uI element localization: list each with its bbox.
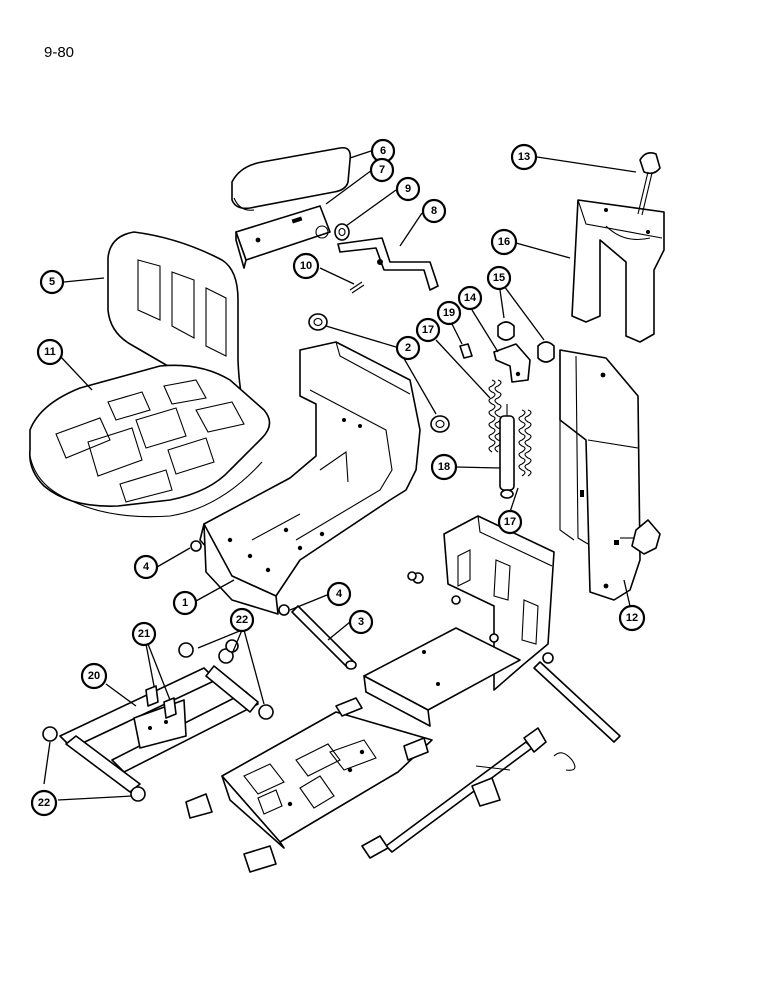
adjustment-knob-part — [637, 152, 661, 216]
svg-text:10: 10 — [300, 260, 312, 272]
svg-text:17: 17 — [422, 324, 434, 336]
washer-part — [334, 223, 350, 241]
callout-15: 15 — [486, 265, 512, 291]
armrest-support-part — [337, 237, 439, 291]
svg-text:11: 11 — [44, 346, 56, 358]
scissor-frame-part — [59, 665, 259, 793]
page-number: 9-80 — [44, 44, 75, 61]
screw-part — [349, 281, 365, 294]
callout-4-right: 4 — [326, 581, 352, 607]
callout-19: 19 — [436, 300, 462, 326]
leader-lines — [43, 150, 637, 801]
callout-21: 21 — [131, 621, 157, 647]
svg-text:21: 21 — [138, 628, 150, 640]
callout-1: 1 — [172, 590, 198, 616]
callout-22-top: 22 — [229, 607, 255, 633]
callout-11: 11 — [36, 338, 64, 366]
svg-text:18: 18 — [438, 461, 450, 473]
svg-text:19: 19 — [443, 307, 455, 319]
lower-slide-channel-part — [559, 349, 661, 601]
adjuster-lever-part — [361, 727, 576, 859]
svg-text:4: 4 — [336, 588, 343, 600]
svg-text:13: 13 — [518, 151, 530, 163]
svg-text:8: 8 — [431, 205, 437, 217]
callout-5: 5 — [39, 269, 65, 295]
callout-17-bottom: 17 — [497, 509, 523, 535]
upper-slide-channel-part — [571, 199, 665, 343]
callout-2: 2 — [395, 335, 421, 361]
callout-22-bottom: 22 — [30, 789, 58, 817]
callout-9: 9 — [395, 176, 421, 202]
spring-bracket-part — [493, 343, 531, 383]
callout-8: 8 — [421, 198, 447, 224]
callout-13: 13 — [510, 143, 538, 171]
svg-text:15: 15 — [493, 272, 505, 284]
callout-12: 12 — [618, 604, 646, 632]
tension-spring-part — [488, 379, 532, 477]
armrest-bracket-part — [235, 205, 331, 269]
svg-text:16: 16 — [498, 236, 510, 248]
svg-text:22: 22 — [38, 797, 50, 809]
mounting-plate-part — [221, 711, 433, 849]
seat-frame-part — [199, 341, 421, 615]
svg-text:9: 9 — [405, 183, 411, 195]
snap-ring-part — [407, 571, 417, 581]
lower-bushing-part — [42, 639, 274, 802]
seat-cushion-part — [28, 364, 271, 518]
svg-text:17: 17 — [504, 516, 516, 528]
svg-text:12: 12 — [626, 612, 638, 624]
callout-17-top: 17 — [415, 317, 441, 343]
svg-text:2: 2 — [405, 342, 411, 354]
svg-text:7: 7 — [379, 164, 385, 176]
callout-7: 7 — [369, 157, 395, 183]
callout-18: 18 — [430, 453, 458, 481]
base-plate-part — [363, 627, 521, 727]
callout-16: 16 — [490, 228, 518, 256]
svg-text:4: 4 — [143, 561, 150, 573]
shock-absorber-part — [499, 404, 515, 499]
svg-text:22: 22 — [236, 614, 248, 626]
bushing-part — [308, 313, 450, 433]
callout-4-left: 4 — [133, 554, 159, 580]
svg-text:5: 5 — [49, 276, 55, 288]
cross-rod-part — [533, 652, 621, 743]
svg-text:3: 3 — [358, 616, 364, 628]
stud-part — [145, 685, 177, 719]
rubber-stop-part — [497, 321, 555, 363]
callout-3: 3 — [348, 609, 374, 635]
pivot-rod-part — [291, 605, 357, 670]
plate-clamp-part — [185, 697, 429, 873]
callout-14: 14 — [457, 285, 483, 311]
callout-6: 6 — [370, 138, 396, 164]
callout-20: 20 — [80, 662, 108, 690]
armrest-pad-part — [231, 146, 352, 211]
svg-text:14: 14 — [464, 292, 477, 304]
callout-10: 10 — [292, 252, 320, 280]
svg-text:20: 20 — [88, 670, 100, 682]
svg-text:6: 6 — [380, 145, 386, 157]
pin-part — [459, 343, 473, 359]
svg-text:1: 1 — [182, 597, 188, 609]
